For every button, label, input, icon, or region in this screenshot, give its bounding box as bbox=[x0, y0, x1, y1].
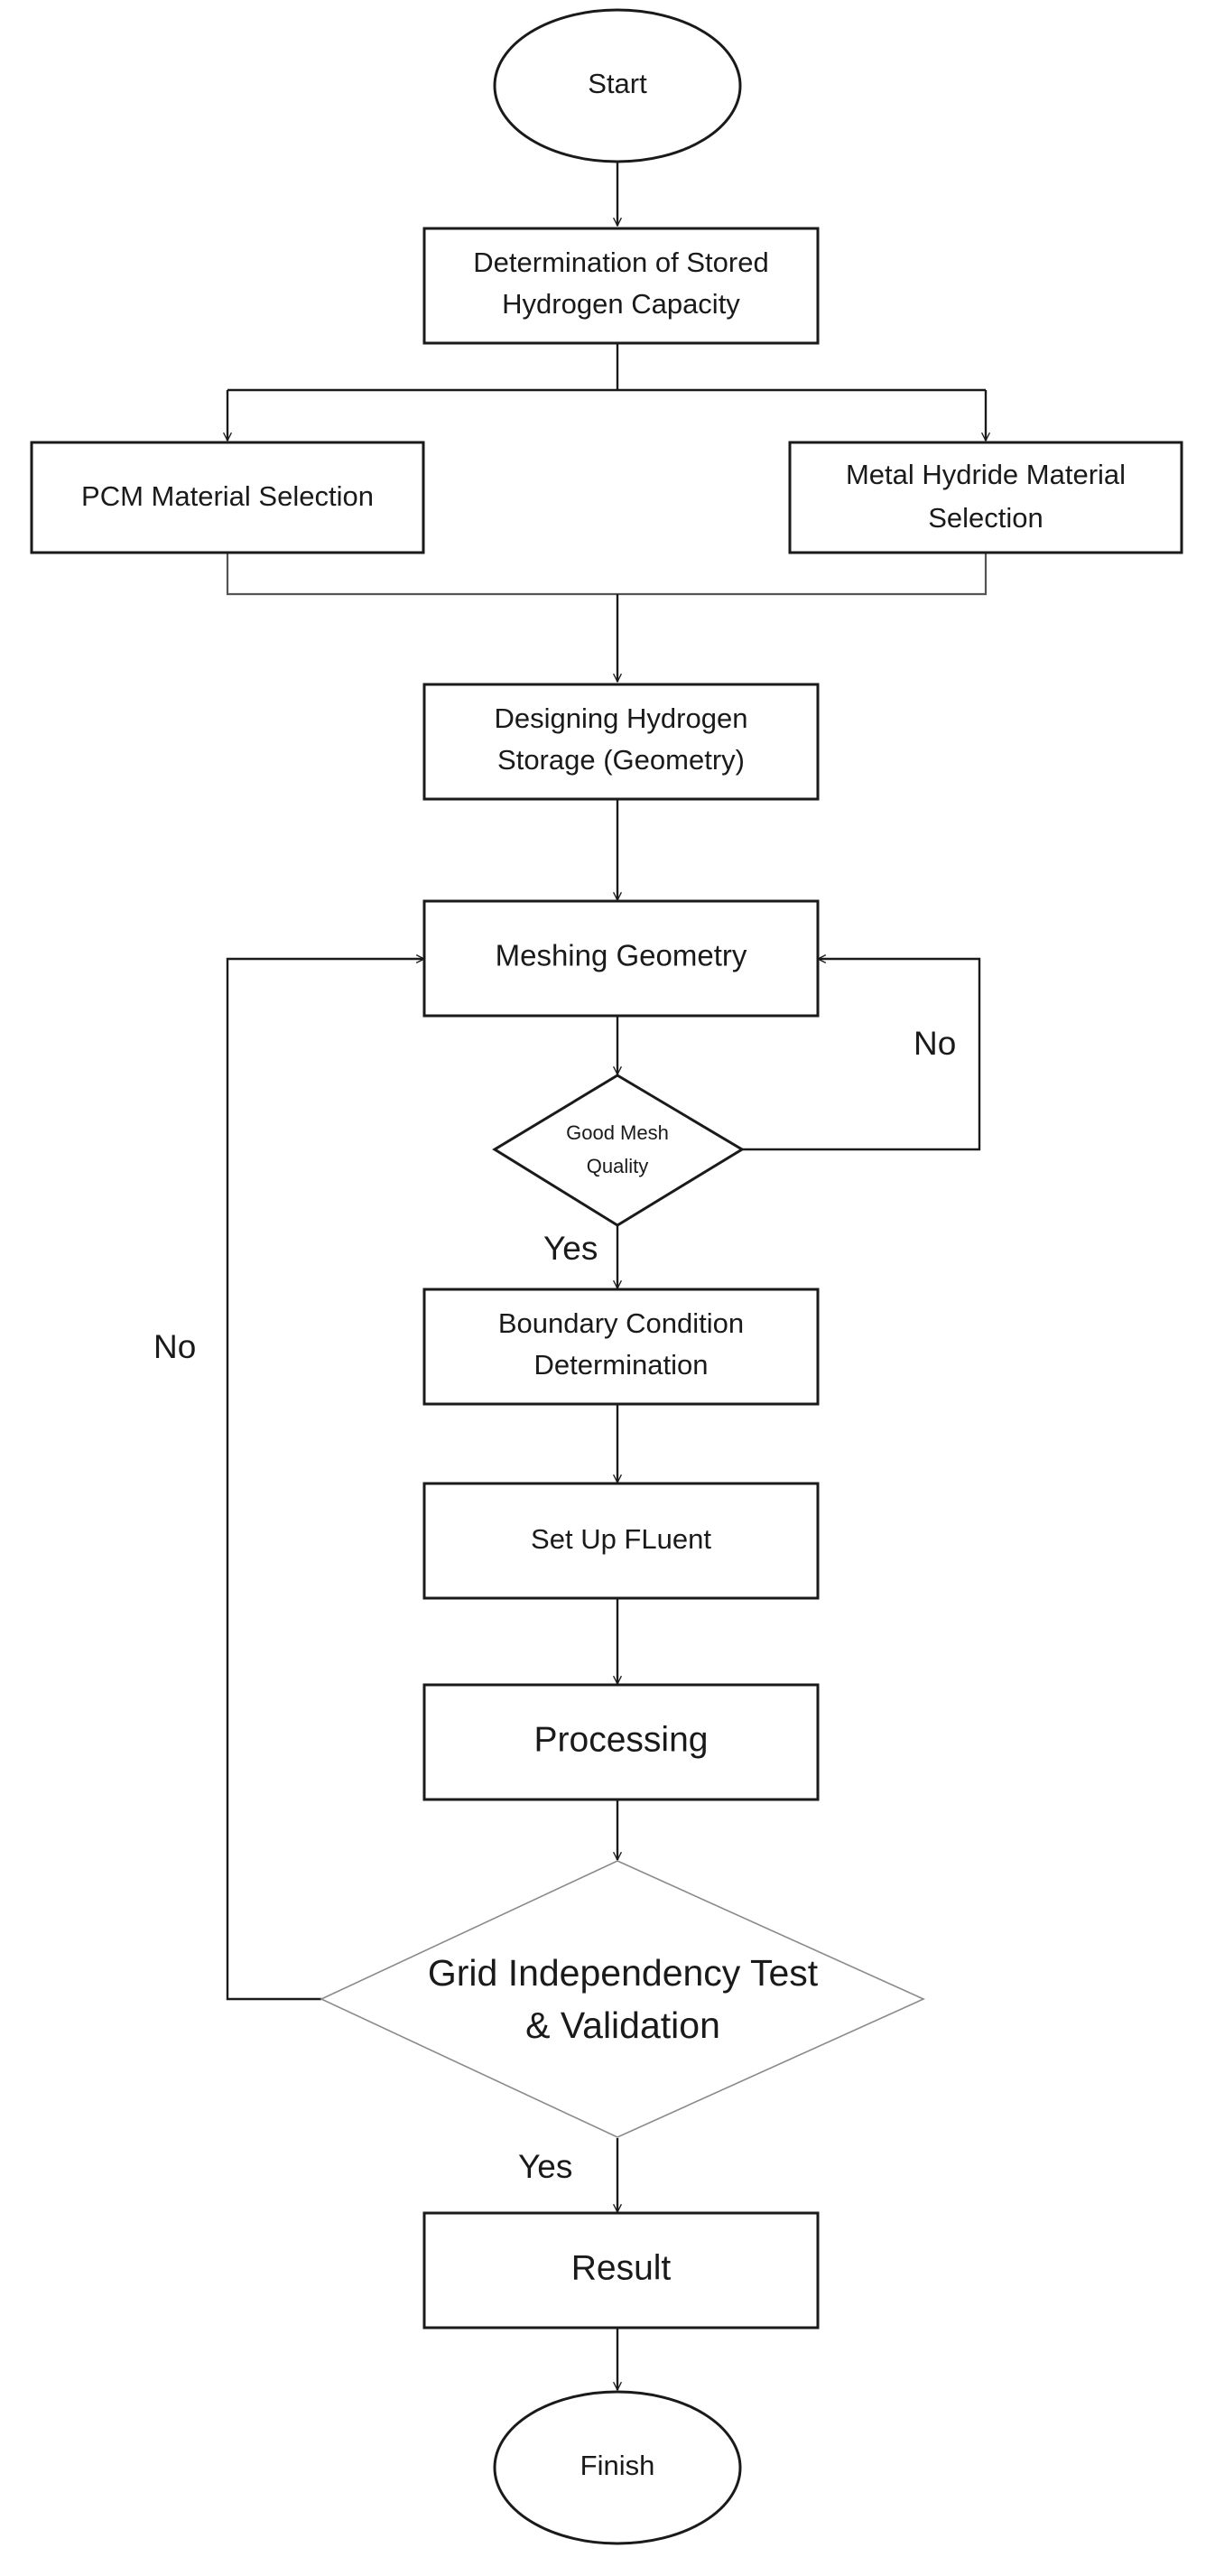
meshing-node: Meshing Geometry bbox=[422, 899, 820, 1018]
grid-test-label-line-2: & Validation bbox=[525, 2004, 720, 2046]
designing-label-line-1: Designing Hydrogen bbox=[495, 702, 748, 734]
mesh-quality-decision: Good Mesh Quality bbox=[492, 1074, 745, 1227]
boundary-label-line-1: Boundary Condition bbox=[498, 1307, 744, 1339]
start-label: Start bbox=[588, 68, 647, 99]
line-merge bbox=[226, 553, 988, 596]
processing-label: Processing bbox=[534, 1720, 709, 1759]
capacity-node: Determination of Stored Hydrogen Capacit… bbox=[422, 227, 820, 345]
capacity-label-line-1: Determination of Stored bbox=[473, 246, 768, 278]
start-node: Start bbox=[493, 8, 742, 163]
mesh-quality-no-label: No bbox=[914, 1025, 956, 1062]
mesh-quality-label-line-1: Good Mesh bbox=[566, 1121, 669, 1144]
meshing-label: Meshing Geometry bbox=[496, 939, 747, 972]
capacity-label-line-2: Hydrogen Capacity bbox=[502, 288, 740, 320]
designing-node: Designing Hydrogen Storage (Geometry) bbox=[422, 683, 820, 801]
metal-hydride-label-line-2: Selection bbox=[928, 502, 1043, 534]
pcm-node: PCM Material Selection bbox=[30, 441, 425, 554]
grid-test-decision: Grid Independency Test & Validation bbox=[320, 1860, 925, 2138]
mesh-quality-label-line-2: Quality bbox=[587, 1155, 648, 1177]
arrow-mesh-quality-no-loop bbox=[742, 959, 981, 1151]
arrow-grid-test-no-loop bbox=[226, 959, 424, 2001]
finish-label: Finish bbox=[580, 2450, 655, 2481]
setup-label: Set Up FLuent bbox=[531, 1523, 711, 1555]
grid-test-no-label: No bbox=[153, 1328, 196, 1365]
designing-label-line-2: Storage (Geometry) bbox=[497, 744, 745, 776]
grid-test-label-line-1: Grid Independency Test bbox=[428, 1952, 819, 1994]
pcm-label: PCM Material Selection bbox=[81, 480, 374, 512]
grid-test-yes-label: Yes bbox=[518, 2148, 572, 2185]
connectors bbox=[227, 163, 986, 2390]
boundary-node: Boundary Condition Determination bbox=[422, 1288, 820, 1406]
boundary-label-line-2: Determination bbox=[534, 1349, 709, 1381]
mesh-quality-yes-label: Yes bbox=[543, 1230, 598, 1267]
result-node: Result bbox=[422, 2211, 820, 2330]
metal-hydride-label-line-1: Metal Hydride Material bbox=[846, 459, 1126, 490]
processing-node: Processing bbox=[422, 1683, 820, 1801]
setup-node: Set Up FLuent bbox=[422, 1482, 820, 1600]
metal-hydride-node: Metal Hydride Material Selection bbox=[788, 441, 1183, 554]
result-label: Result bbox=[571, 2248, 672, 2287]
finish-node: Finish bbox=[493, 2390, 742, 2545]
